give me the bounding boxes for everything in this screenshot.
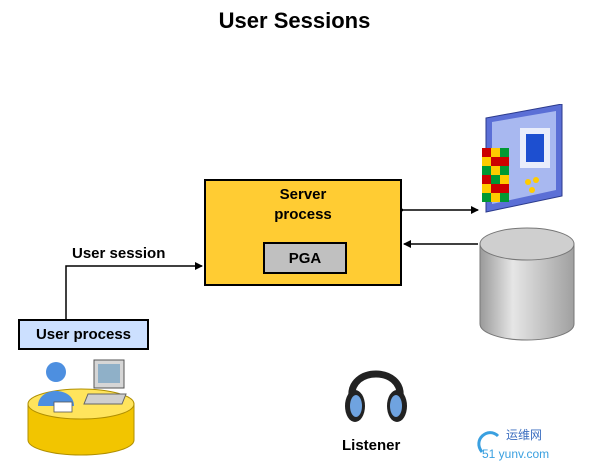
user-session-label: User session xyxy=(72,245,166,262)
listener-label: Listener xyxy=(342,437,401,454)
headphones-icon xyxy=(345,370,407,422)
server-process-label: Server process xyxy=(274,186,332,223)
database-cylinder-icon xyxy=(479,227,575,341)
diagram-title: User Sessions xyxy=(218,8,371,33)
server-screen-icon xyxy=(482,104,563,213)
watermark-text-cn: 运维网 xyxy=(506,428,542,442)
user-session-connector xyxy=(62,262,203,326)
user-process-box: User process xyxy=(18,319,149,350)
watermark-logo: 运维网 51 yunv.com xyxy=(477,428,549,461)
pga-box: PGA xyxy=(263,242,347,274)
watermark-text-url: 51 yunv.com xyxy=(482,447,549,461)
user-computer-icon xyxy=(27,359,135,456)
server-process-box: Server process PGA xyxy=(204,179,402,286)
